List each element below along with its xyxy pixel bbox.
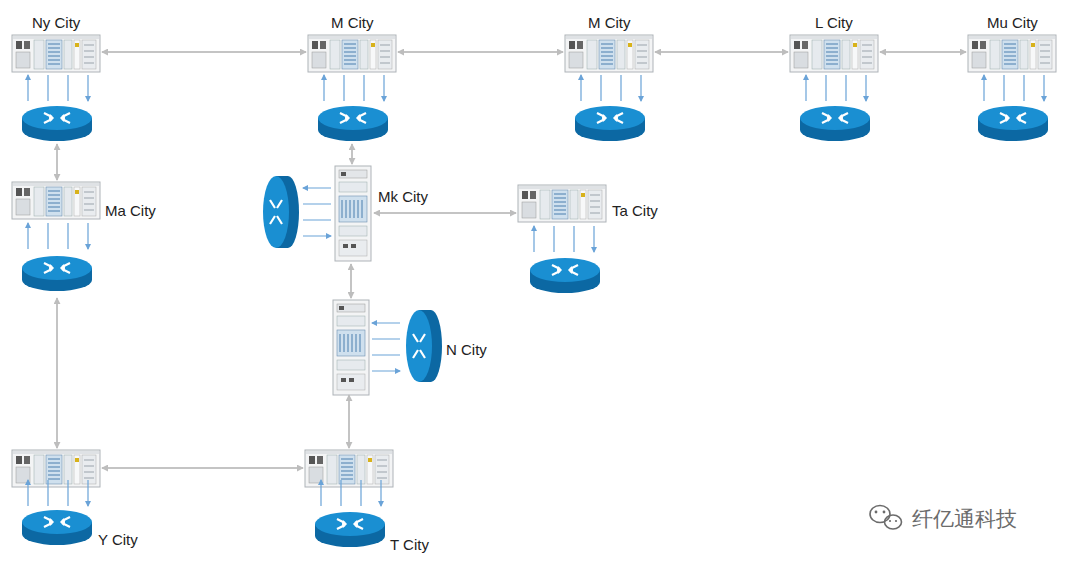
network-site: Y City [12,450,100,546]
network-site: Mu City [968,35,1056,142]
fiber-link [351,144,353,164]
city-label: N City [446,341,487,358]
network-site: T City [305,450,393,555]
network-site: M City [308,35,396,142]
watermark: 纤亿通科技 [912,505,1017,533]
fiber-link [350,264,352,298]
network-site: Ta City [518,185,606,298]
network-site: M City [565,35,653,142]
network-site: Ny City [12,35,100,142]
fiber-link [102,51,306,53]
fiber-link [56,298,58,448]
city-label: Mk City [378,188,428,205]
city-label: L City [815,14,853,31]
network-site: Ma City [12,182,100,296]
city-label: Ny City [32,14,80,31]
city-label: Ta City [612,202,658,219]
fiber-link [56,144,58,180]
city-label: M City [588,14,631,31]
network-site: L City [790,35,878,142]
city-label: M City [331,14,374,31]
fiber-link [348,395,350,448]
city-label: Mu City [987,14,1038,31]
network-site: N City [333,300,443,393]
fiber-link [655,51,788,53]
city-label: Ma City [105,202,156,219]
city-label: T City [390,536,429,553]
network-site: Mk City [262,166,372,262]
fiber-link [102,467,303,469]
fiber-link [374,212,516,214]
city-label: Y City [98,531,138,548]
fiber-link [398,51,563,53]
fiber-link [880,51,966,53]
